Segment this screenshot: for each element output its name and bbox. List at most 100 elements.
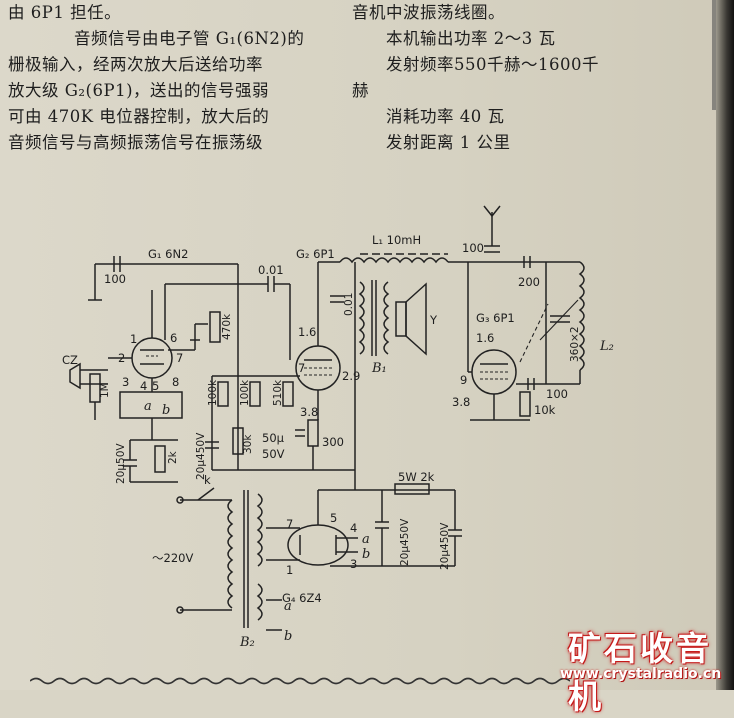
tube-g3 (467, 262, 517, 395)
svg-text:100: 100 (546, 387, 568, 401)
resistor-510k (282, 381, 294, 407)
left-text-column: 由 6P1 担任。 音频信号由电子管 G₁(6N2)的 栅极输入，经两次放大后送… (8, 0, 328, 156)
label-g1: G₁ 6N2 (148, 247, 188, 261)
svg-text:a: a (284, 599, 292, 614)
label-b1: B₁ (371, 361, 387, 376)
resistor-2k (154, 445, 166, 473)
svg-text:100k: 100k (207, 379, 219, 406)
svg-text:5W 2k: 5W 2k (398, 470, 435, 484)
tube-g1 (108, 290, 195, 419)
label-c100a: 100 (104, 272, 126, 286)
svg-text:20μ450V: 20μ450V (195, 432, 207, 480)
label-220v: ～220V (152, 551, 193, 565)
svg-text:30k: 30k (242, 434, 254, 454)
potentiometer-470k (209, 311, 221, 343)
label-g3: G₃ 6P1 (476, 311, 515, 325)
svg-text:a: a (362, 532, 370, 547)
left-line-1: 由 6P1 担任。 (8, 3, 122, 22)
svg-text:20μ50V: 20μ50V (115, 443, 127, 484)
svg-text:50V: 50V (262, 447, 285, 461)
svg-text:360×2: 360×2 (569, 326, 581, 362)
svg-text:7: 7 (298, 361, 305, 375)
svg-text:0.01: 0.01 (258, 263, 284, 277)
left-line-5: 可由 470K 电位器控制，放大后的 (8, 107, 270, 126)
watermark-url: www.crystalradio.cn (560, 666, 722, 682)
svg-text:b: b (162, 403, 170, 418)
svg-text:510k: 510k (272, 379, 284, 406)
svg-text:300: 300 (322, 435, 344, 449)
label-l1: L₁ 10mH (372, 233, 421, 247)
resistor-100k-b (249, 381, 261, 407)
resistor-100k-a (217, 381, 229, 407)
resistor-10k (519, 391, 531, 417)
svg-text:4: 4 (140, 379, 147, 393)
svg-text:9: 9 (460, 373, 467, 387)
svg-text:2: 2 (118, 351, 125, 365)
left-line-3: 栅极输入，经两次放大后送给功率 (8, 55, 263, 74)
label-b2: B₂ (239, 635, 255, 650)
right-line-2: 本机输出功率 2～3 瓦 (386, 29, 556, 48)
label-y: Y (429, 313, 438, 327)
resistor-300 (307, 419, 319, 447)
svg-text:7: 7 (286, 517, 293, 531)
svg-text:b: b (362, 547, 370, 562)
svg-text:6: 6 (170, 331, 177, 345)
resistor-5w-2k (394, 483, 430, 495)
svg-text:5: 5 (330, 511, 337, 525)
label-l2: L₂ (599, 339, 614, 354)
left-line-6: 音频信号与高频振荡信号在振荡级 (8, 133, 263, 152)
svg-text:1: 1 (286, 563, 293, 577)
resistor-30k (232, 427, 244, 455)
input-jack (69, 362, 108, 390)
svg-text:3: 3 (350, 557, 357, 571)
svg-text:3.8: 3.8 (300, 405, 318, 419)
svg-text:a: a (144, 399, 152, 414)
right-line-4: 赫 (352, 81, 369, 100)
coil-l2 (578, 261, 585, 371)
svg-text:7: 7 (176, 351, 183, 365)
switch-k (197, 487, 215, 501)
right-line-6: 发射距离 1 公里 (386, 133, 511, 152)
svg-text:20μ450V: 20μ450V (399, 518, 411, 566)
svg-text:2.9: 2.9 (342, 369, 360, 383)
page-edge-line (712, 0, 716, 110)
label-cz: CZ (62, 353, 78, 367)
wavy-divider (30, 677, 570, 685)
speaker-y (395, 282, 427, 356)
svg-text:5: 5 (152, 379, 159, 393)
transformer-b2 (227, 490, 263, 628)
svg-text:b: b (284, 629, 292, 644)
book-binding-shadow (716, 0, 734, 690)
svg-text:4: 4 (350, 521, 357, 535)
svg-text:8: 8 (172, 375, 179, 389)
left-line-4: 放大级 G₂(6P1)，送出的信号强弱 (8, 81, 270, 100)
transformer-b1 (358, 280, 390, 356)
right-text-column: 音机中波振荡线圈。 本机输出功率 2～3 瓦 发射频率550千赫～1600千 赫… (352, 0, 642, 156)
svg-text:470k: 470k (221, 313, 233, 340)
circuit-schematic: G₁ 6N2 100 CZ 1M 20μ50V 2k 470k 0.01 100… (62, 205, 614, 650)
svg-text:1.6: 1.6 (298, 325, 316, 339)
svg-text:1.6: 1.6 (476, 331, 494, 345)
svg-text:20μ450V: 20μ450V (439, 522, 451, 570)
svg-text:100: 100 (462, 241, 484, 255)
scanned-page (0, 0, 734, 690)
svg-text:100k: 100k (239, 379, 251, 406)
svg-text:2k: 2k (167, 450, 179, 464)
svg-text:200: 200 (518, 275, 540, 289)
label-g2: G₂ 6P1 (296, 247, 335, 261)
svg-text:1M: 1M (99, 382, 111, 398)
svg-text:3: 3 (122, 375, 129, 389)
right-line-1: 音机中波振荡线圈。 (352, 3, 505, 22)
svg-text:3.8: 3.8 (452, 395, 470, 409)
svg-text:10k: 10k (534, 403, 556, 417)
svg-text:0.01: 0.01 (343, 293, 355, 316)
tube-g4 (266, 524, 349, 566)
label-k: k (204, 473, 211, 487)
right-line-3: 发射频率550千赫～1600千 (386, 55, 599, 74)
left-line-2: 音频信号由电子管 G₁(6N2)的 (74, 29, 305, 48)
label-g4: G₄ 6Z4 (282, 591, 322, 605)
coil-l1 (339, 257, 449, 264)
watermark: 矿石收音机 www.crystalradio.cn (560, 622, 730, 716)
right-line-5: 消耗功率 40 瓦 (386, 107, 505, 126)
svg-text:1: 1 (130, 332, 137, 346)
